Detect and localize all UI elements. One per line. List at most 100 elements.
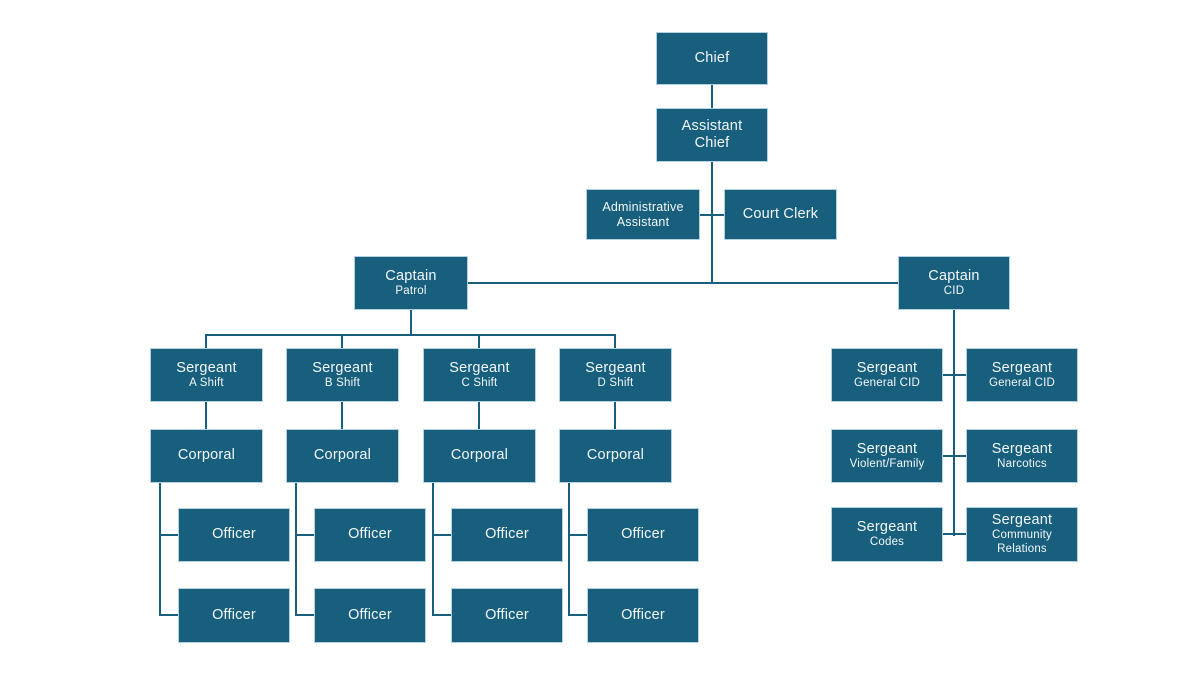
- org-node-label: General CID: [988, 376, 1056, 389]
- org-node-label: General CID: [853, 376, 921, 389]
- org-node-label: B Shift: [324, 376, 361, 389]
- org-node-label: Captain: [928, 267, 980, 284]
- org-node-label: Officer: [348, 526, 392, 543]
- org-node-label: A Shift: [189, 376, 224, 389]
- org-node-officer-c-2: Officer: [451, 588, 563, 643]
- org-node-court-clerk: Court Clerk: [724, 189, 837, 240]
- connector-drop-sergeant-c: [478, 334, 480, 349]
- connector-drop-sergeant-b: [341, 334, 343, 349]
- connector-admin-court-cross: [700, 214, 725, 216]
- org-node-label: Sergeant: [991, 359, 1053, 376]
- org-node-corporal-a: Corporal: [150, 429, 263, 483]
- connector-drop-sergeant-d: [614, 334, 616, 349]
- connector-patrol-sergeants-bus: [205, 334, 616, 336]
- connector-cid-row-2-cross: [942, 455, 967, 457]
- connector-assistant-chief-to-captains: [711, 162, 713, 284]
- org-node-label: Relations: [997, 543, 1047, 556]
- connector-cid-row-3-cross: [942, 533, 967, 535]
- org-node-label: Chief: [694, 49, 730, 66]
- connector-sergeant-a-to-corporal: [205, 402, 207, 430]
- connector-elbow-officer-d-2: [568, 614, 589, 616]
- connector-elbow-officer-c-1: [432, 534, 453, 536]
- org-node-label: Sergeant: [585, 359, 646, 376]
- org-node-label: Patrol: [395, 284, 427, 297]
- org-node-label: Violent/Family: [849, 457, 925, 470]
- connector-sergeant-c-to-corporal: [478, 402, 480, 430]
- connector-corporal-b-hang: [295, 482, 297, 616]
- connector-corporal-d-hang: [568, 482, 570, 616]
- connector-captain-cid-drop: [953, 310, 955, 536]
- org-node-label: Sergeant: [856, 359, 918, 376]
- org-node-officer-d-1: Officer: [587, 508, 699, 562]
- connector-drop-sergeant-a: [205, 334, 207, 349]
- org-node-label: Administrative: [602, 199, 684, 214]
- connector-elbow-officer-c-2: [432, 614, 453, 616]
- org-node-label: Chief: [694, 135, 730, 151]
- connector-elbow-officer-b-1: [295, 534, 316, 536]
- connector-chief-to-assistant-chief: [711, 85, 713, 109]
- org-node-label: Sergeant: [991, 440, 1053, 457]
- connector-sergeant-d-to-corporal: [614, 402, 616, 430]
- org-node-chief: Chief: [656, 32, 768, 85]
- org-node-officer-c-1: Officer: [451, 508, 563, 562]
- org-node-label: D Shift: [597, 376, 634, 389]
- org-node-label: Court Clerk: [742, 205, 819, 222]
- org-node-label: Corporal: [177, 447, 236, 464]
- org-node-label: Sergeant: [176, 359, 237, 376]
- org-node-officer-b-1: Officer: [314, 508, 426, 562]
- org-node-label: Officer: [348, 606, 392, 623]
- org-node-label: Sergeant: [856, 519, 918, 536]
- org-node-label: Officer: [212, 606, 256, 623]
- org-node-label: Corporal: [450, 447, 509, 464]
- org-node-label: Corporal: [586, 447, 645, 464]
- org-node-officer-d-2: Officer: [587, 588, 699, 643]
- connector-elbow-officer-a-1: [159, 534, 180, 536]
- org-node-label: Officer: [485, 606, 529, 623]
- org-node-label: Officer: [212, 526, 256, 543]
- org-node-label: Codes: [869, 536, 905, 549]
- connector-elbow-officer-b-2: [295, 614, 316, 616]
- org-node-label: Officer: [621, 606, 665, 623]
- org-node-label: Corporal: [313, 447, 372, 464]
- org-node-officer-b-2: Officer: [314, 588, 426, 643]
- connector-elbow-officer-d-1: [568, 534, 589, 536]
- org-node-label: C Shift: [461, 376, 498, 389]
- org-node-label: Captain: [385, 267, 437, 284]
- connector-elbow-officer-a-2: [159, 614, 180, 616]
- org-node-label: Sergeant: [312, 359, 373, 376]
- org-node-corporal-b: Corporal: [286, 429, 399, 483]
- org-node-label: CID: [943, 284, 965, 297]
- org-node-label: Community: [992, 529, 1052, 542]
- org-node-label: Officer: [621, 526, 665, 543]
- org-node-label: Assistant: [616, 214, 670, 229]
- org-node-label: Sergeant: [449, 359, 510, 376]
- connector-corporal-a-hang: [159, 482, 161, 616]
- org-node-label: Narcotics: [997, 457, 1047, 470]
- org-node-corporal-c: Corporal: [423, 429, 536, 483]
- org-node-label: Sergeant: [856, 440, 918, 457]
- connector-captain-patrol-drop: [410, 310, 412, 336]
- connector-corporal-c-hang: [432, 482, 434, 616]
- org-node-corporal-d: Corporal: [559, 429, 672, 483]
- org-node-officer-a-2: Officer: [178, 588, 290, 643]
- connector-captains-bus: [468, 282, 898, 284]
- connector-cid-row-1-cross: [942, 374, 967, 376]
- org-node-officer-a-1: Officer: [178, 508, 290, 562]
- org-node-label: Sergeant: [991, 512, 1053, 529]
- connector-sergeant-b-to-corporal: [341, 402, 343, 430]
